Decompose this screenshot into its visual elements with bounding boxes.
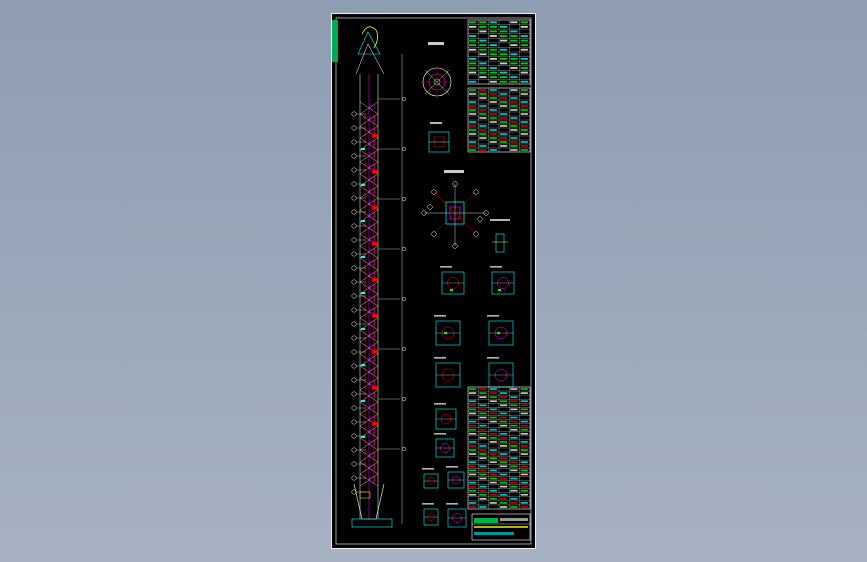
cad-drawing-sheet (331, 13, 536, 549)
plan-view-middle (424, 170, 486, 246)
plan-view-middle-markers (421, 181, 489, 249)
material-table-upper (467, 19, 531, 153)
material-table-lower (467, 386, 531, 510)
plan-view-top (420, 42, 454, 99)
tower-elevation (351, 26, 407, 528)
inner-frame (335, 17, 532, 545)
node-details (422, 266, 515, 528)
cad-drawing-canvas (332, 17, 532, 545)
detail-b (490, 219, 510, 253)
title-block (471, 513, 531, 541)
margin-strip (332, 20, 338, 62)
detail-a (428, 122, 450, 153)
